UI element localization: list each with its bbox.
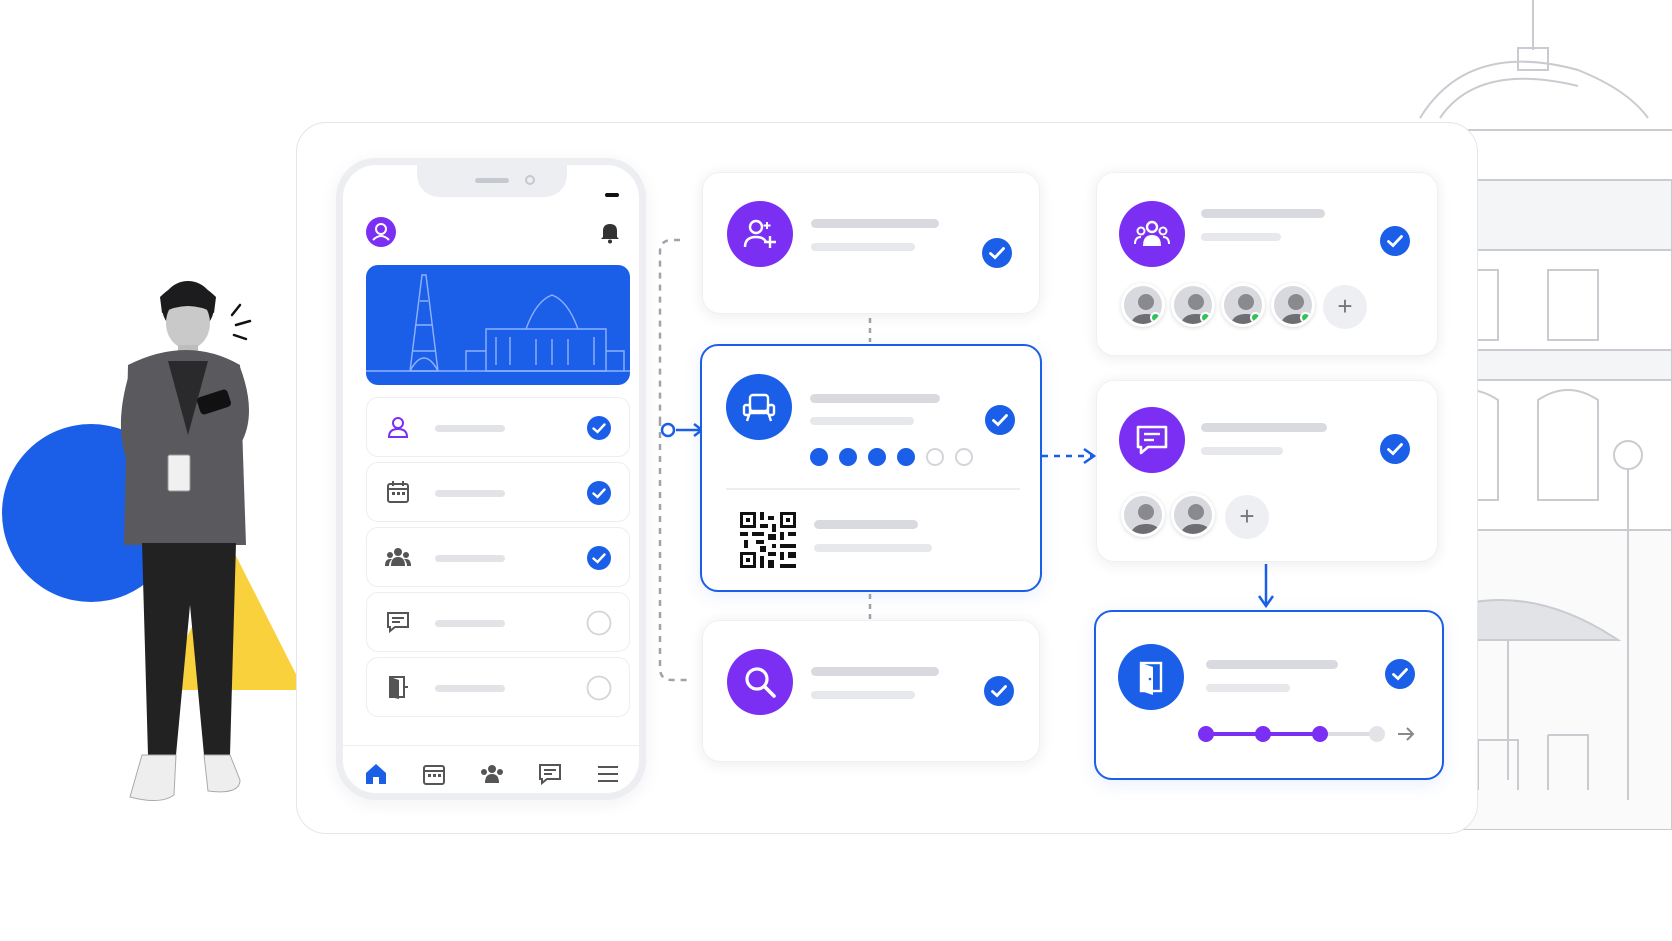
user-add-icon bbox=[743, 219, 776, 248]
progress-dot-filled bbox=[839, 448, 857, 466]
user-add-icon-disc bbox=[727, 201, 793, 267]
attendee-avatar[interactable] bbox=[1271, 283, 1315, 327]
attendee-avatar[interactable] bbox=[1121, 493, 1165, 537]
add-attendee-button[interactable]: + bbox=[1225, 495, 1269, 539]
checklist-row-schedule[interactable] bbox=[366, 462, 630, 522]
attendee-avatar[interactable] bbox=[1171, 283, 1215, 327]
placeholder-text-line bbox=[435, 490, 505, 497]
check-circle-icon bbox=[1380, 434, 1410, 464]
placeholder-text-line bbox=[1201, 209, 1325, 218]
check-circle-icon bbox=[587, 546, 611, 570]
search-icon-disc bbox=[727, 649, 793, 715]
checklist-row-profile[interactable] bbox=[366, 397, 630, 457]
calendar-icon bbox=[387, 481, 409, 503]
checklist-row-networking[interactable] bbox=[366, 527, 630, 587]
placeholder-text-line bbox=[814, 520, 918, 529]
placeholder-text-line bbox=[810, 394, 940, 403]
progress-dot-empty bbox=[926, 448, 944, 466]
phone-notch bbox=[417, 163, 567, 197]
progress-dot-empty bbox=[955, 448, 973, 466]
check-circle-icon bbox=[984, 676, 1014, 706]
placeholder-text-line bbox=[814, 544, 932, 552]
card-search[interactable] bbox=[702, 620, 1040, 762]
group-icon bbox=[1134, 220, 1170, 246]
step-dot-done bbox=[1312, 726, 1328, 742]
phone-speaker bbox=[475, 178, 509, 183]
placeholder-text-line bbox=[1201, 423, 1327, 432]
group-icon bbox=[385, 548, 411, 566]
step-dot-done bbox=[1198, 726, 1214, 742]
placeholder-text-line bbox=[811, 219, 939, 228]
check-circle-icon bbox=[587, 416, 611, 440]
card-registration[interactable] bbox=[702, 172, 1040, 314]
placeholder-text-line bbox=[435, 685, 505, 692]
eiffel-tower-icon bbox=[366, 274, 630, 372]
door-icon bbox=[1139, 661, 1163, 695]
qr-code-icon[interactable] bbox=[740, 512, 796, 568]
card-group-networking[interactable]: + bbox=[1096, 172, 1438, 356]
card-divider bbox=[726, 488, 1020, 490]
progress-segment bbox=[1263, 732, 1320, 736]
home-icon[interactable] bbox=[363, 761, 389, 787]
arrow-right-icon bbox=[1398, 727, 1415, 741]
empty-circle-icon bbox=[586, 675, 612, 701]
placeholder-text-line bbox=[810, 417, 914, 425]
bell-icon[interactable] bbox=[599, 220, 621, 244]
tab-bar-divider bbox=[343, 745, 639, 746]
group-icon-disc bbox=[1119, 201, 1185, 267]
attendee-person-illustration bbox=[120, 281, 252, 801]
placeholder-text-line bbox=[1206, 660, 1338, 669]
progress-segment bbox=[1206, 732, 1263, 736]
placeholder-text-line bbox=[811, 667, 939, 676]
placeholder-text-line bbox=[435, 555, 505, 562]
message-icon[interactable] bbox=[537, 761, 563, 787]
checklist-row-messages[interactable] bbox=[366, 592, 630, 652]
status-indicator bbox=[605, 193, 619, 197]
calendar-icon[interactable] bbox=[421, 761, 447, 787]
placeholder-text-line bbox=[1201, 447, 1283, 455]
message-icon bbox=[387, 612, 409, 634]
placeholder-text-line bbox=[811, 691, 915, 699]
empty-circle-icon bbox=[586, 610, 612, 636]
menu-icon[interactable] bbox=[595, 761, 621, 787]
search-icon bbox=[745, 667, 776, 698]
step-dot-pending bbox=[1369, 726, 1385, 742]
placeholder-text-line bbox=[1206, 684, 1290, 692]
placeholder-text-line bbox=[435, 425, 505, 432]
chat-icon bbox=[1136, 425, 1168, 455]
phone-mockup bbox=[336, 158, 646, 800]
placeholder-text-line bbox=[1201, 233, 1281, 241]
card-exit[interactable] bbox=[1094, 610, 1444, 780]
check-circle-icon bbox=[1385, 659, 1415, 689]
progress-dot-filled bbox=[897, 448, 915, 466]
placeholder-text-line bbox=[435, 620, 505, 627]
check-circle-icon bbox=[1380, 226, 1410, 256]
armchair-icon bbox=[742, 393, 776, 422]
user-icon bbox=[387, 417, 409, 438]
check-circle-icon bbox=[985, 405, 1015, 435]
progress-dot-filled bbox=[810, 448, 828, 466]
attendee-avatar[interactable] bbox=[1171, 493, 1215, 537]
door-icon-disc bbox=[1118, 644, 1184, 710]
step-dot-done bbox=[1255, 726, 1271, 742]
add-attendee-button[interactable]: + bbox=[1323, 285, 1367, 329]
check-circle-icon bbox=[982, 238, 1012, 268]
door-icon bbox=[389, 676, 408, 699]
armchair-icon-disc bbox=[726, 374, 792, 440]
placeholder-text-line bbox=[811, 243, 915, 251]
attendee-avatar[interactable] bbox=[1221, 283, 1265, 327]
checklist-row-exit[interactable] bbox=[366, 657, 630, 717]
destination-banner bbox=[366, 265, 630, 385]
user-icon[interactable] bbox=[366, 217, 396, 247]
phone-camera bbox=[525, 175, 535, 185]
attendee-avatar[interactable] bbox=[1121, 283, 1165, 327]
progress-dot-filled bbox=[868, 448, 886, 466]
chat-icon-disc bbox=[1119, 407, 1185, 473]
progress-segment bbox=[1320, 732, 1377, 736]
card-chat[interactable]: + bbox=[1096, 380, 1438, 562]
check-circle-icon bbox=[587, 481, 611, 505]
group-icon[interactable] bbox=[479, 761, 505, 787]
card-seat-ticket[interactable] bbox=[700, 344, 1042, 592]
